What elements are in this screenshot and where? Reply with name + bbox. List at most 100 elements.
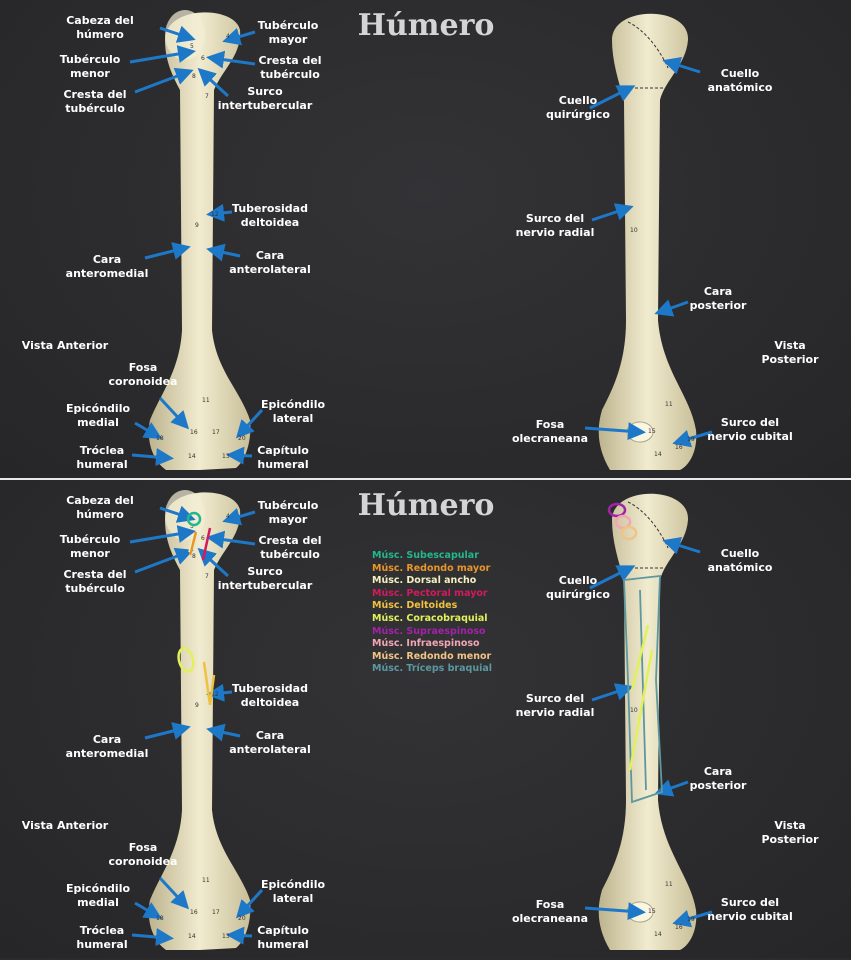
label-cara-post: Cara posterior (689, 765, 747, 792)
label-cresta-der: Cresta del tubérculo (258, 534, 322, 561)
label-tub-menor: Tubérculo menor (59, 53, 121, 80)
pointer-arrow (158, 876, 190, 910)
humerus-posterior-view (598, 493, 697, 950)
pointer-arrow (131, 448, 174, 466)
bone-number: 15 (648, 428, 656, 435)
bone-number: 6 (201, 55, 205, 62)
bone-number: 8 (192, 553, 196, 560)
triceps-origin-outline (623, 574, 663, 804)
bone-number: 18 (156, 435, 164, 442)
pointer-arrow (591, 683, 634, 702)
pointer-arrow (134, 547, 194, 574)
label-surco-cubital: Surco del nervio cubital (707, 896, 793, 923)
pointer-arrow (159, 505, 196, 523)
pointer-arrow (206, 243, 241, 262)
bone-number: 10 (630, 227, 638, 234)
label-epi-medial: Epicóndilo medial (65, 402, 131, 429)
bone-number: 16 (190, 429, 198, 436)
label-epi-lateral: Epicóndilo lateral (260, 878, 326, 905)
bone-number: 17 (212, 429, 220, 436)
bone-number: 11 (665, 401, 673, 408)
pointer-arrow (206, 530, 256, 549)
bone-number: 19 (687, 436, 695, 443)
legend-item: Músc. Redondo mayor (372, 562, 491, 574)
bone-number: 8 (192, 73, 196, 80)
bone-number: 17 (212, 909, 220, 916)
bone-number: 19 (687, 916, 695, 923)
divider (0, 478, 851, 480)
pointer-arrow (134, 421, 163, 440)
label-anterolateral: Cara anterolateral (229, 249, 311, 276)
bone-number: 20 (238, 915, 246, 922)
pointer-arrow (129, 525, 196, 544)
label-vista-posterior: Vista Posterior (761, 339, 819, 366)
label-fosa-olec: Fosa olecraneana (511, 418, 589, 445)
label-capitulo: Capítulo humeral (257, 444, 309, 471)
label-epi-medial: Epicóndilo medial (65, 882, 131, 909)
legend-item: Músc. Deltoides (372, 600, 458, 612)
legend-item: Músc. Coracobraquial (372, 612, 488, 624)
pointer-arrow (654, 779, 689, 797)
label-cabeza: Cabeza del húmero (66, 14, 134, 41)
humerus-anterior-view (148, 12, 251, 471)
label-tub-mayor: Tubérculo mayor (257, 19, 319, 46)
label-capitulo: Capítulo humeral (257, 924, 309, 951)
label-vista-anterior: Vista Anterior (21, 819, 109, 832)
label-troclea: Tróclea humeral (76, 924, 128, 951)
bone-number: 12 (211, 691, 219, 698)
pointer-arrow (134, 901, 163, 920)
legend-item: Músc. Tríceps braquial (372, 663, 493, 675)
pointer-arrow (144, 722, 191, 740)
label-cuello-anat: Cuello anatómico (707, 547, 773, 574)
pointer-arrow (159, 25, 196, 43)
pointer-arrow (197, 547, 230, 578)
label-cuello-quir: Cuello quirúrgico (546, 94, 610, 121)
label-cuello-quir: Cuello quirúrgico (546, 574, 610, 601)
humerus-posterior-view (598, 13, 697, 470)
bone-number: 7 (205, 93, 209, 100)
legend-item: Músc. Pectoral mayor (372, 587, 488, 599)
bone-number: 5 (190, 43, 194, 50)
label-tuberosidad: Tuberosidad deltoidea (232, 202, 308, 229)
teres-major-insertion (188, 531, 198, 556)
label-surco: Surco intertubercular (217, 565, 313, 592)
page-title: Húmero (357, 8, 495, 43)
label-troclea: Tróclea humeral (76, 444, 128, 471)
pointer-arrow (197, 67, 230, 98)
label-tub-menor: Tubérculo menor (59, 533, 121, 560)
label-tuberosidad: Tuberosidad deltoidea (232, 682, 308, 709)
label-cuello-anat: Cuello anatómico (707, 67, 773, 94)
legend-item: Músc. Redondo menor (372, 650, 492, 662)
label-fosa-coronoidea: Fosa coronoidea (108, 841, 178, 868)
pointer-arrow (662, 56, 701, 75)
pointer-arrow (662, 536, 701, 555)
pointer-arrow (206, 203, 233, 222)
pointer-arrow (144, 242, 191, 260)
pointer-arrow (589, 85, 636, 110)
bone-number: 4 (226, 513, 230, 520)
label-tub-mayor: Tubérculo mayor (257, 499, 319, 526)
pointer-arrow (206, 723, 241, 742)
label-cresta-der: Cresta del tubérculo (258, 54, 322, 81)
bone-number: 18 (156, 915, 164, 922)
pointer-arrow (654, 299, 689, 317)
label-vista-posterior: Vista Posterior (761, 819, 819, 846)
pointer-arrow (206, 50, 256, 69)
pointer-arrow (158, 396, 190, 430)
label-surco-radial: Surco del nervio radial (515, 212, 595, 239)
pointer-arrow (584, 422, 646, 441)
label-cresta-izq: Cresta del tubérculo (63, 568, 127, 595)
bone-number: 7 (205, 573, 209, 580)
label-vista-anterior: Vista Anterior (21, 339, 109, 352)
radial-groove-lines (628, 624, 654, 771)
pointer-arrow (235, 408, 264, 439)
bone-number: 16 (190, 909, 198, 916)
bone-number: 11 (202, 877, 210, 884)
bone-number: 11 (665, 881, 673, 888)
bone-number: 6 (201, 535, 205, 542)
infraspinatus-insertion (614, 514, 632, 530)
